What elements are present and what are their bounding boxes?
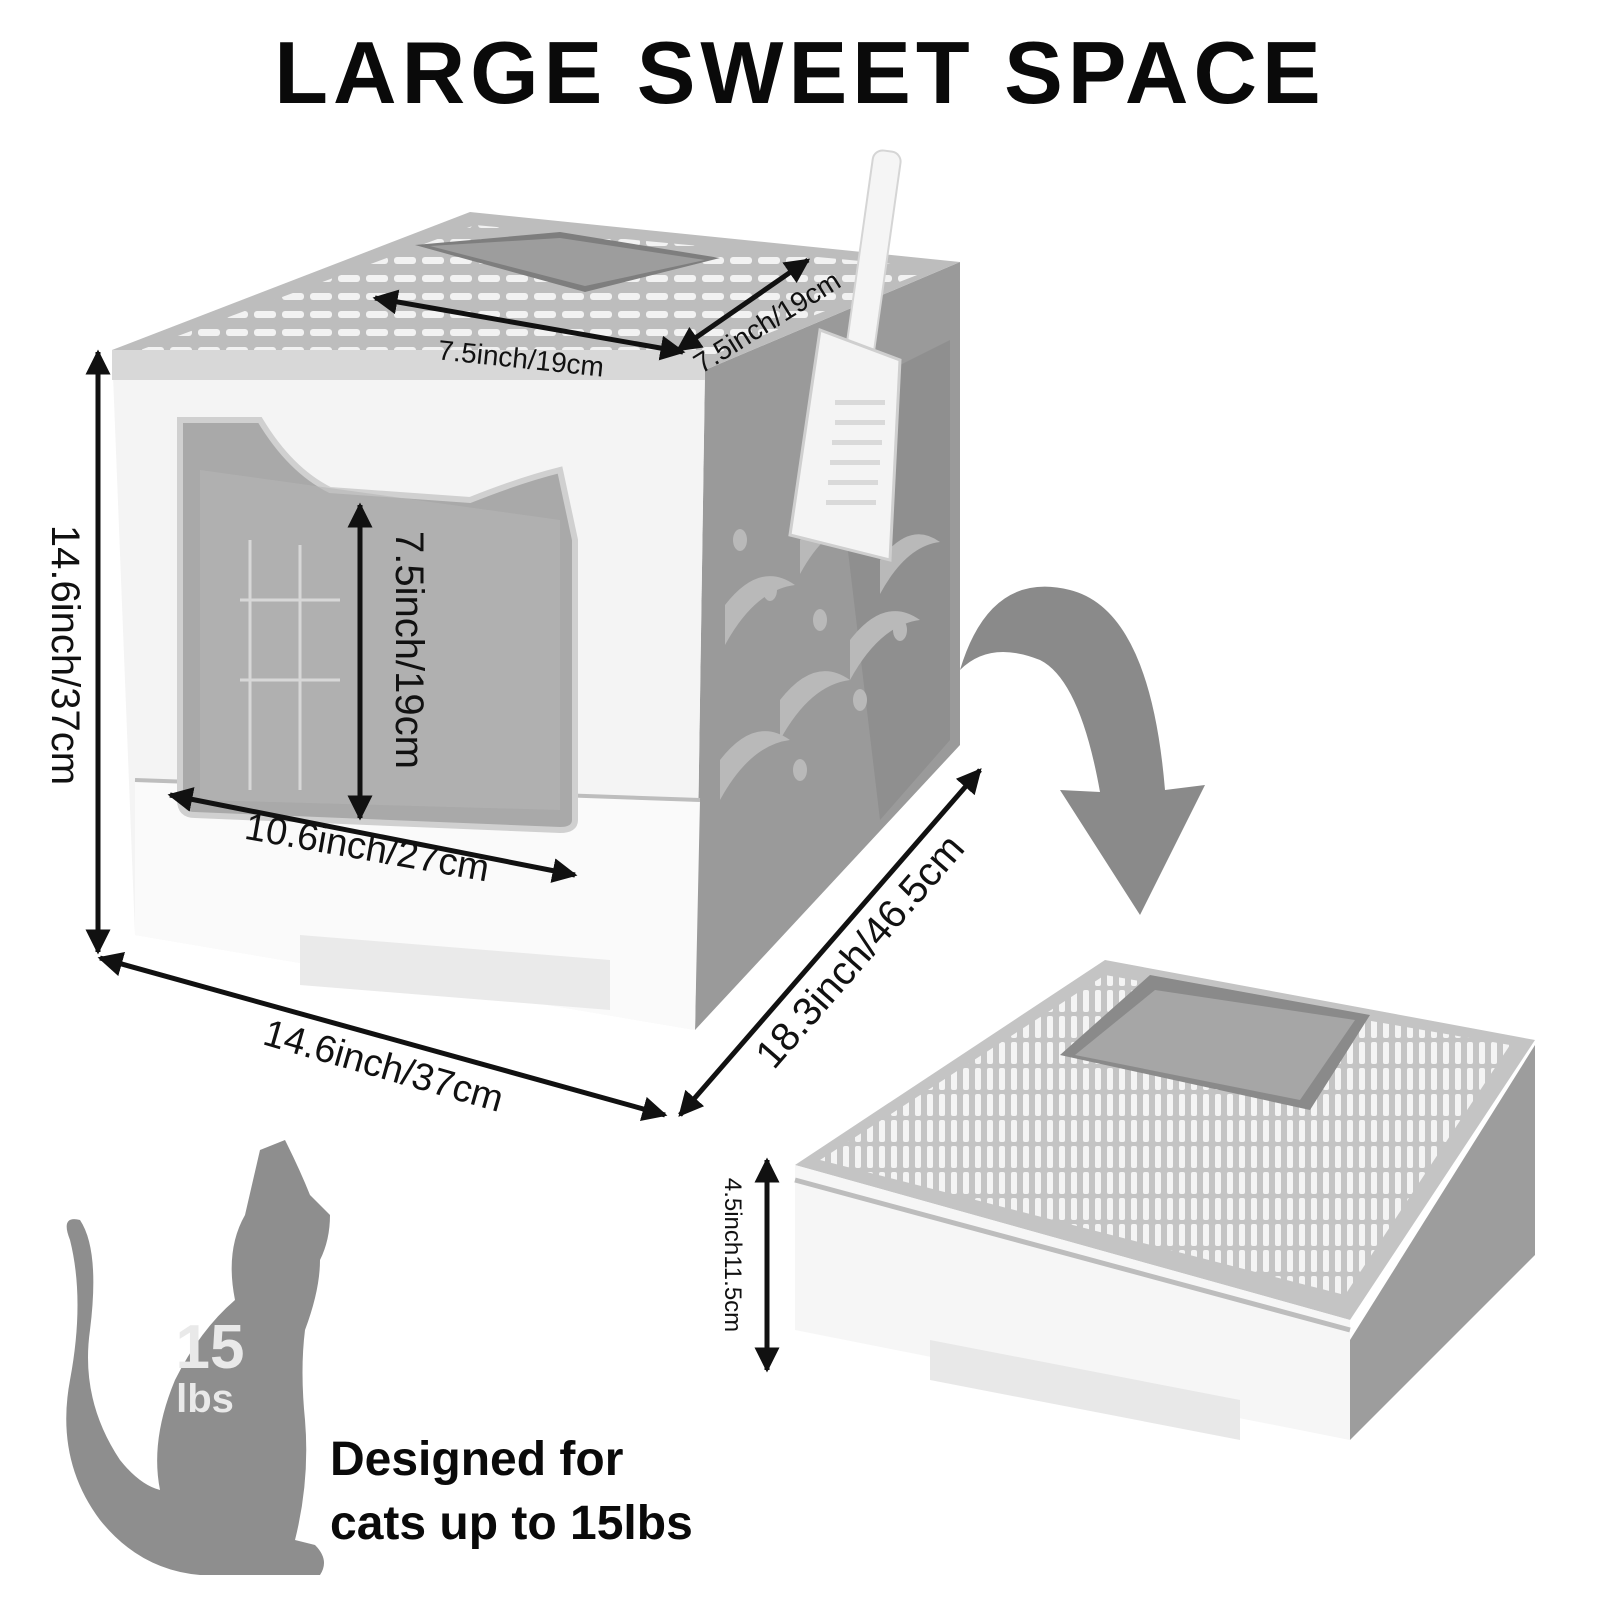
- caption-line-1: Designed for: [330, 1433, 624, 1486]
- cat-silhouette-icon: 15 lbs: [66, 1140, 330, 1575]
- scoop-icon: [788, 149, 902, 562]
- box-width-label: 14.6inch/37cm: [259, 1012, 508, 1120]
- caption-line-2: cats up to 15lbs: [330, 1497, 693, 1550]
- cat-weight-number: 15: [176, 1313, 245, 1382]
- fold-arrow-icon: [960, 586, 1205, 915]
- box-height-label: 14.6inch/37cm: [43, 525, 87, 785]
- litter-box-folded: [794, 960, 1535, 1440]
- folded-height-label: 4.5inch11.5cm: [719, 1178, 746, 1332]
- caption: Designed for cats up to 15lbs: [330, 1428, 693, 1556]
- door-height-label: 7.5inch/19cm: [387, 531, 431, 769]
- paw-pattern: [720, 514, 940, 800]
- cat-weight-unit: lbs: [176, 1377, 234, 1421]
- dimension-lines: [85, 257, 982, 1373]
- page-title: LARGE SWEET SPACE: [274, 23, 1326, 122]
